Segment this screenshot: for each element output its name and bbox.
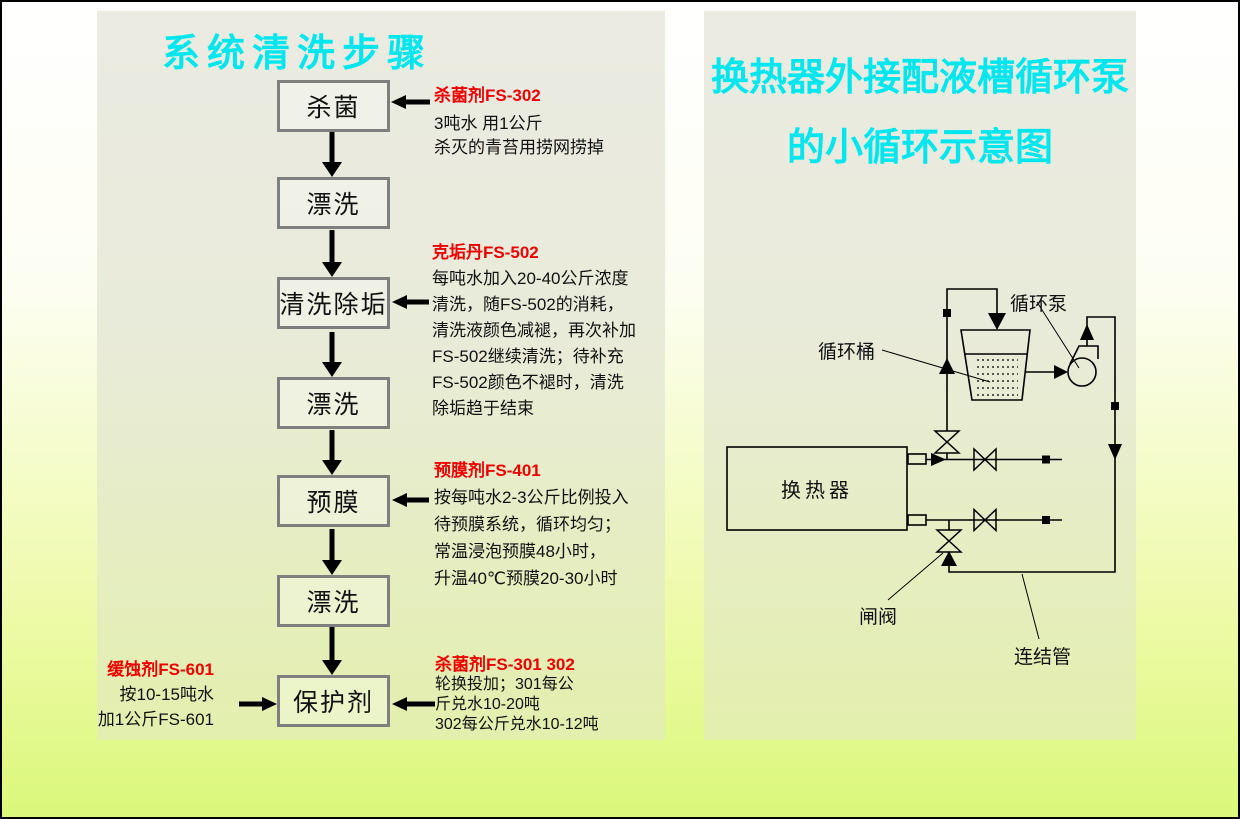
arrow-up-from-pump xyxy=(1080,324,1094,340)
leader-bucket xyxy=(881,349,991,383)
pump-label: 循环泵 xyxy=(1010,294,1068,315)
riser-gate-valve xyxy=(933,430,961,444)
annotation-fs401-line4: 升温40℃预膜20-30小时 xyxy=(434,569,618,588)
arrow-up-left-riser xyxy=(939,358,955,374)
right-panel-title-line1: 换热器外接配液槽循环泵 xyxy=(710,57,1129,99)
annotation-fs601-label: 缓蚀剂FS-601 xyxy=(107,660,214,679)
leader-pump xyxy=(1036,301,1080,369)
annotation-fs401: 预膜剂FS-401 按每吨水2-3公斤比例投入 待预膜系统，循环均匀； 常温浸泡… xyxy=(434,457,629,592)
annotation-fs301-302-line3: 302每公斤兑水10-12吨 xyxy=(435,716,599,733)
annotation-fs301-302-line1: 轮换投加；301每公 xyxy=(435,676,574,693)
annotation-fs301-302-label: 杀菌剂FS-301 302 xyxy=(435,655,575,674)
annotation-fs502-line4: FS-502继续清洗；待补充 xyxy=(432,347,624,366)
annotation-fs502-line2: 清洗，随FS-502的消耗， xyxy=(432,295,624,314)
step-box-descale: 清洗除垢 xyxy=(277,277,390,329)
arrow-out-of-exchanger xyxy=(931,453,946,466)
step-box-prefilm: 预膜 xyxy=(277,475,390,527)
leader-gate-valve xyxy=(887,552,944,601)
upper-nozzle xyxy=(907,453,927,465)
return-loop-pipe xyxy=(948,316,1116,573)
arrow-up-into-valve xyxy=(941,551,957,566)
annotation-fs401-line2: 待预膜系统，循环均匀； xyxy=(434,515,621,534)
annotation-fs401-line3: 常温浸泡预膜48小时， xyxy=(434,542,606,561)
step-box-rinse-3: 漂洗 xyxy=(277,575,390,627)
annotation-fs301-302-line2: 斤兑水10-20吨 xyxy=(435,696,540,713)
left-pipe-marker xyxy=(943,309,951,317)
arrow-into-bucket xyxy=(988,313,1006,330)
return-gate-valve xyxy=(935,529,963,543)
annotation-fs601-line1: 按10-15吨水 xyxy=(119,685,214,704)
annotation-fs502-line5: FS-502颜色不褪时，清洗 xyxy=(432,373,624,392)
right-panel-title-line2: 的小循环示意图 xyxy=(786,127,1053,169)
circulation-schematic-panel: 换热器外接配液槽循环泵 的小循环示意图 xyxy=(704,11,1136,740)
heat-exchanger-label: 换热器 xyxy=(781,480,853,502)
annotation-fs302: 杀菌剂FS-302 3吨水 用1公斤 杀灭的青苔用捞网捞掉 xyxy=(434,83,604,160)
flowchart-arrows xyxy=(239,95,435,711)
lower-pipe-cap xyxy=(1042,516,1050,524)
step-box-sterilize: 杀菌 xyxy=(277,80,390,132)
annotation-fs302-label: 杀菌剂FS-302 xyxy=(434,86,541,105)
gate-valve-label: 闸阀 xyxy=(859,607,898,628)
annotation-fs601: 缓蚀剂FS-601 按10-15吨水 加1公斤FS-601 xyxy=(97,657,214,732)
step-box-rinse-1: 漂洗 xyxy=(277,177,390,229)
annotation-fs601-line2: 加1公斤FS-601 xyxy=(97,710,214,729)
annotation-fs502-line1: 每吨水加入20-40公斤浓度 xyxy=(432,269,629,288)
lower-line-valve xyxy=(973,507,987,533)
annotation-fs502-label: 克垢丹FS-502 xyxy=(432,243,539,262)
upper-line-valve xyxy=(973,447,987,472)
bucket-outline xyxy=(960,329,1031,401)
annotation-fs301-302: 杀菌剂FS-301 302 轮换投加；301每公 斤兑水10-20吨 302每公… xyxy=(435,655,599,735)
cleaning-steps-panel: 系统清洗步骤 杀菌 漂洗 清洗除垢 漂洗 预膜 漂洗 保护剂 xyxy=(97,11,665,740)
right-pipe-marker xyxy=(1111,402,1119,410)
annotation-fs302-line2: 杀灭的青苔用捞网捞掉 xyxy=(434,138,604,157)
left-panel-title: 系统清洗步骤 xyxy=(162,33,433,75)
bucket-label: 循环桶 xyxy=(818,342,876,363)
bucket-dots xyxy=(977,359,1018,396)
connecting-pipe-label: 连结管 xyxy=(1014,647,1072,668)
step-box-protectant: 保护剂 xyxy=(277,675,390,727)
arrow-into-pump xyxy=(1054,365,1068,379)
annotation-fs401-line1: 按每吨水2-3公斤比例投入 xyxy=(434,488,629,507)
annotation-fs502: 克垢丹FS-502 每吨水加入20-40公斤浓度 清洗，随FS-502的消耗， … xyxy=(432,240,636,422)
annotation-fs302-line1: 3吨水 用1公斤 xyxy=(434,114,543,133)
annotation-fs502-line3: 清洗液颜色减褪，再次补加 xyxy=(432,321,636,340)
annotation-fs502-line6: 除垢趋于结束 xyxy=(432,399,534,418)
heat-exchanger-outline xyxy=(726,446,908,531)
pump-circle xyxy=(1067,357,1097,387)
leader-connecting-pipe xyxy=(1021,573,1040,640)
lower-nozzle xyxy=(907,514,927,526)
annotation-fs401-label: 预膜剂FS-401 xyxy=(434,461,541,480)
step-box-rinse-2: 漂洗 xyxy=(277,377,390,429)
right-panel-title: 换热器外接配液槽循环泵 的小循环示意图 xyxy=(704,43,1136,183)
upper-pipe-cap xyxy=(1042,455,1050,464)
piping-diagram xyxy=(726,288,1122,640)
pump-casing xyxy=(1069,345,1099,365)
arrow-down-right-pipe xyxy=(1108,444,1122,460)
